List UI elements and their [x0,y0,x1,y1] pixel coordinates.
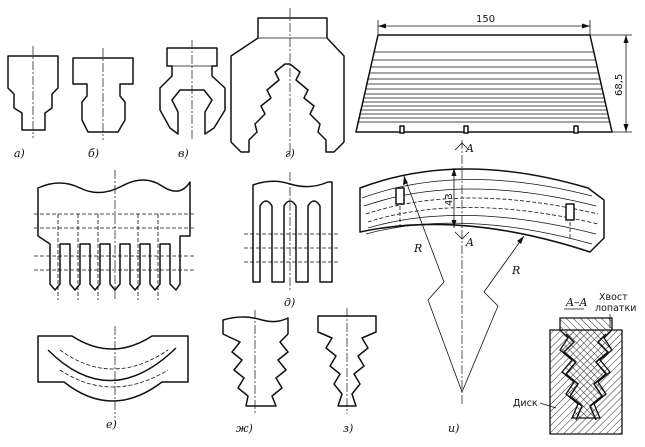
figure-d-fork-root: д) [244,172,340,309]
dim-width: 150 [476,14,495,25]
figure-i-curved-root: A A 43 R R и) [359,140,605,435]
figure-g-fir-tree: г) [230,8,345,160]
label-e: е) [106,418,117,431]
dim-height: 68,5 [614,74,625,96]
figure-b-hammer-root: б) [72,48,134,160]
tail-label-line1: Хвост [599,292,628,303]
radius-right: R [511,264,520,277]
section-marker-top: A [465,142,474,155]
figure-v-fork-root: в) [159,40,226,160]
figure-laminated-block: 150 68,5 [355,14,632,134]
label-zh: ж) [236,422,253,435]
figure-e-saddle: е) [37,326,189,431]
section-a-a: A–A Хвост лопатки Диск [513,292,636,435]
figure-a-t-root: а) [7,46,59,160]
tail-label-line2: лопатки [595,303,636,314]
figure-e-multi-fork [34,170,194,300]
label-a: а) [14,147,25,160]
label-g: г) [285,147,295,160]
figure-z-root: з) [317,308,377,435]
label-v: в) [178,147,189,160]
block-laminations [357,51,610,123]
label-i: и) [448,422,459,435]
section-title: A–A [565,296,587,309]
radius-left: R [413,242,422,255]
section-marker-bottom: A [465,236,474,249]
label-d: д) [284,296,295,309]
label-b: б) [88,147,99,160]
label-z: з) [343,422,353,435]
dim-inner: 43 [444,193,455,206]
disk-label: Диск [513,398,538,409]
figure-zh-root: ж) [222,310,289,435]
